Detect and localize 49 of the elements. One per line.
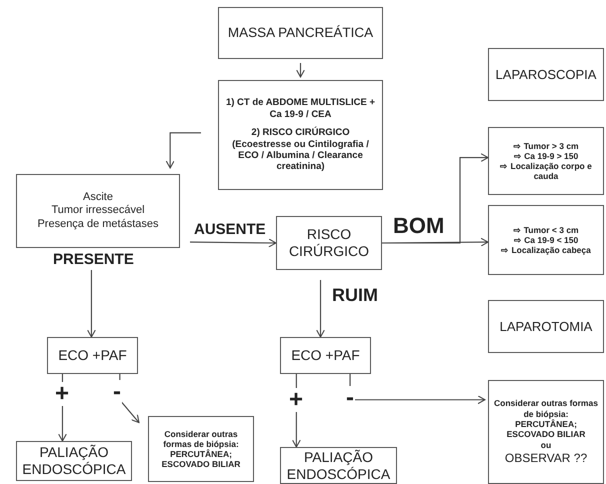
box-text: Ascite <box>83 191 113 204</box>
box-text: 1) CT de ABDOME MULTISLICE + Ca 19-9 / CEA <box>224 97 376 120</box>
process-box <box>47 337 138 374</box>
box-text: ⇨ Localização corpo e cauda <box>499 161 593 182</box>
box-text: ECO +PAF <box>58 347 127 364</box>
box-text: ⇨ Ca 19-9 > 150 <box>514 150 578 161</box>
box-text: ECO +PAF <box>291 347 360 364</box>
arrow <box>190 238 277 248</box>
process-box <box>488 48 604 101</box>
arrow <box>382 238 489 247</box>
edge-label: AUSENTE <box>193 222 267 237</box>
process-box <box>218 80 383 190</box>
edge-label: + <box>54 382 70 406</box>
process-box <box>218 7 383 59</box>
decision-box <box>276 216 382 270</box>
criteria-box <box>488 205 604 275</box>
box-text: PALIAÇÃO ENDOSCÓPICA <box>286 448 392 482</box>
box-text: ⇨ Tumor > 3 cm <box>513 140 579 151</box>
box-text: LAPAROSCOPIA <box>496 66 596 82</box>
arrow <box>166 132 201 169</box>
box-text: OBSERVAR ?? <box>504 451 588 466</box>
box-text: ou <box>540 440 552 450</box>
box-text: MASSA PANCREÁTICA <box>228 24 374 42</box>
arrow <box>296 63 306 78</box>
box-text: ⇨ Ca 19-9 < 150 <box>514 234 578 246</box>
process-box <box>488 300 604 353</box>
process-box <box>280 337 371 374</box>
process-box <box>280 447 397 484</box>
arrow <box>350 374 486 404</box>
edge-label: + <box>288 388 304 412</box>
box-text: LAPAROTOMIA <box>500 318 592 334</box>
edge-label: PRESENTE <box>52 252 135 267</box>
arrow <box>316 280 326 338</box>
box-text: 2) RISCO CIRÚRGICO (Ecoestresse ou Cintilografia / ECO / Albumina / Clearance creatinina) <box>231 127 370 173</box>
arrow <box>86 270 96 338</box>
box-text: Considerar outras formas de biópsia: PERCUTÂNEA; ESCOVADO BILIAR <box>160 428 242 470</box>
criteria-box <box>488 127 604 195</box>
box-text: Presença de metástases <box>37 218 159 231</box>
condition-box <box>16 174 180 248</box>
box-text: Tumor irressecável <box>51 204 145 218</box>
box-text: ⇨ Tumor < 3 cm <box>513 224 579 235</box>
box-text: ⇨ Localização cabeça <box>501 245 591 256</box>
process-box <box>148 416 254 482</box>
edge-label: - <box>112 380 122 404</box>
box-text: PALIAÇÃO ENDOSCÓPICA <box>21 444 127 478</box>
box-text: RISCO CIRÚRGICO <box>288 226 370 260</box>
process-box <box>488 380 604 484</box>
arrow <box>119 374 140 424</box>
edge-label: RUIM <box>331 286 379 304</box>
